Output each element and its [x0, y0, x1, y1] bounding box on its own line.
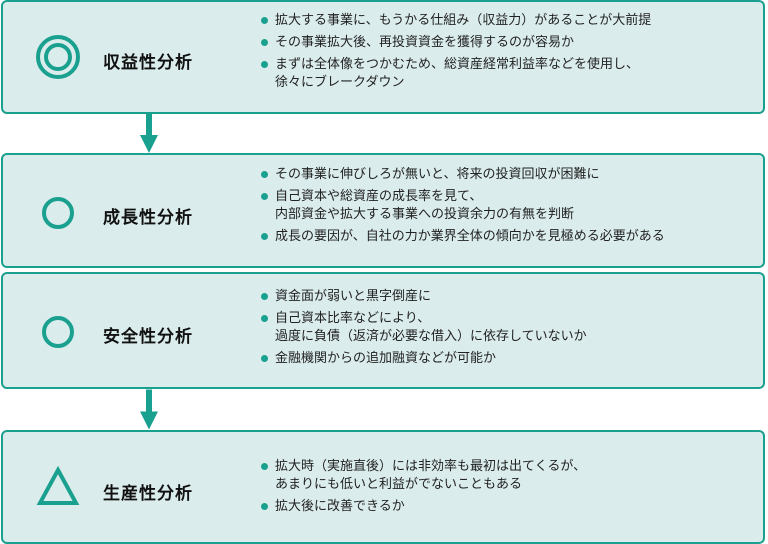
bullet-dot-icon [261, 193, 268, 200]
down-arrow-icon [140, 113, 158, 153]
circle-icon [42, 197, 74, 229]
bullet-item: その事業拡大後、再投資資金を獲得するのが容易か [259, 34, 651, 52]
bullet-item: 自己資本比率などにより、 過度に負債（返済が必要な借入）に依存していないか [259, 310, 587, 346]
bullet-dot-icon [261, 61, 268, 68]
bullet-dot-icon [261, 355, 268, 362]
section-safety: 安全性分析 資金面が弱いと黒字倒産に 自己資本比率などにより、 過度に負債（返済… [1, 272, 765, 389]
bullet-item: 拡大時（実施直後）には非効率も最初は出てくるが、 あまりにも低いと利益がでないこ… [259, 458, 586, 494]
bullet-text: 自己資本比率などにより、 過度に負債（返済が必要な借入）に依存していないか [275, 311, 587, 344]
bullet-item: 成長の要因が、自社の力か業界全体の傾向かを見極める必要がある [259, 228, 665, 246]
circle-icon [42, 316, 74, 348]
bullet-text: その事業拡大後、再投資資金を獲得するのが容易か [275, 35, 575, 50]
bullet-list: 拡大時（実施直後）には非効率も最初は出てくるが、 あまりにも低いと利益がでないこ… [259, 458, 586, 520]
bullet-dot-icon [261, 17, 268, 24]
bullet-text: 自己資本や総資産の成長率を見て、 内部資金や拡大する事業への投資余力の有無を判断 [275, 189, 575, 222]
triangle-icon [36, 465, 80, 505]
bullet-item: 金融機関からの追加融資などが可能か [259, 350, 587, 368]
bullet-list: 資金面が弱いと黒字倒産に 自己資本比率などにより、 過度に負債（返済が必要な借入… [259, 288, 587, 372]
bullet-text: 金融機関からの追加融資などが可能か [275, 351, 497, 366]
double-circle-icon [36, 35, 80, 79]
bullet-dot-icon [261, 39, 268, 46]
bullet-text: 拡大する事業に、もうかる仕組み（収益力）があることが大前提 [275, 13, 652, 28]
bullet-dot-icon [261, 233, 268, 240]
bullet-text: その事業に伸びしろが無いと、将来の投資回収が困難に [275, 167, 600, 182]
section-title: 生産性分析 [103, 484, 193, 504]
bullet-list: その事業に伸びしろが無いと、将来の投資回収が困難に 自己資本や総資産の成長率を見… [259, 166, 665, 250]
bullet-text: 成長の要因が、自社の力か業界全体の傾向かを見極める必要がある [275, 229, 665, 244]
bullet-item: まずは全体像をつかむため、総資産経常利益率などを使用し、 徐々にブレークダウン [259, 56, 651, 92]
bullet-list: 拡大する事業に、もうかる仕組み（収益力）があることが大前提 その事業拡大後、再投… [259, 12, 651, 96]
bullet-item: 自己資本や総資産の成長率を見て、 内部資金や拡大する事業への投資余力の有無を判断 [259, 188, 665, 224]
bullet-text: 拡大時（実施直後）には非効率も最初は出てくるが、 あまりにも低いと利益がでないこ… [275, 459, 587, 492]
bullet-text: 拡大後に改善できるか [275, 499, 405, 514]
bullet-item: 資金面が弱いと黒字倒産に [259, 288, 587, 306]
section-profitability: 収益性分析 拡大する事業に、もうかる仕組み（収益力）があることが大前提 その事業… [1, 0, 765, 114]
section-title: 成長性分析 [103, 208, 193, 228]
bullet-dot-icon [261, 293, 268, 300]
bullet-dot-icon [261, 171, 268, 178]
bullet-text: まずは全体像をつかむため、総資産経常利益率などを使用し、 徐々にブレークダウン [275, 57, 640, 90]
bullet-item: 拡大後に改善できるか [259, 498, 586, 516]
section-growth: 成長性分析 その事業に伸びしろが無いと、将来の投資回収が困難に 自己資本や総資産… [1, 153, 765, 268]
bullet-item: 拡大する事業に、もうかる仕組み（収益力）があることが大前提 [259, 12, 651, 30]
bullet-text: 資金面が弱いと黒字倒産に [275, 289, 432, 304]
section-productivity: 生産性分析 拡大時（実施直後）には非効率も最初は出てくるが、 あまりにも低いと利… [1, 430, 765, 544]
bullet-dot-icon [261, 463, 268, 470]
bullet-dot-icon [261, 315, 268, 322]
bullet-item: その事業に伸びしろが無いと、将来の投資回収が困難に [259, 166, 665, 184]
section-title: 安全性分析 [103, 327, 193, 347]
bullet-dot-icon [261, 503, 268, 510]
section-title: 収益性分析 [103, 53, 193, 73]
down-arrow-icon [140, 389, 158, 430]
